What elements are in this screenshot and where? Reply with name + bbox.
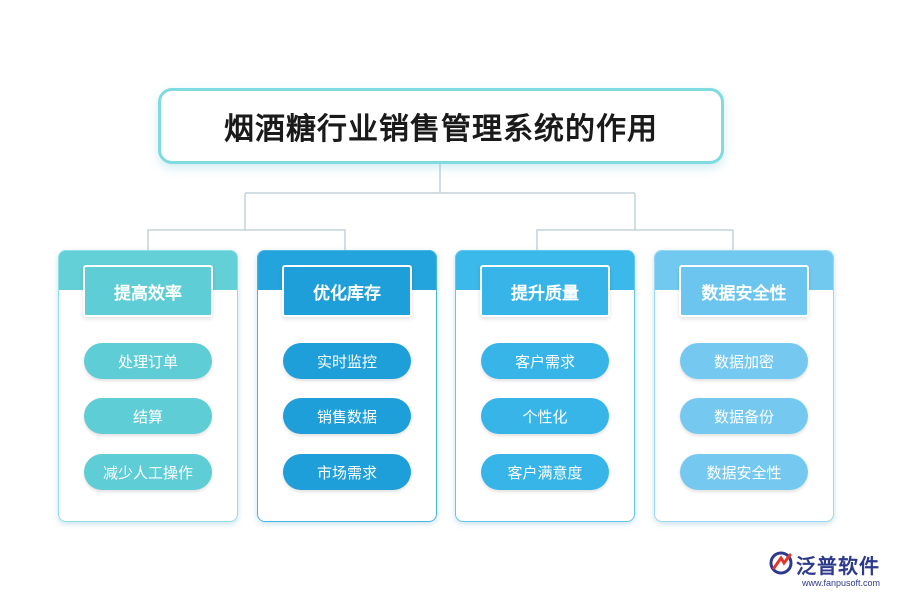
- column-item: 实时监控: [283, 343, 411, 379]
- connector-line: [147, 229, 346, 250]
- column-header: 提高效率: [83, 265, 213, 317]
- logo-url: www.fanpusoft.com: [802, 578, 881, 588]
- column-item: 客户需求: [481, 343, 609, 379]
- brand-logo: 泛普软件 www.fanpusoft.com: [768, 548, 898, 596]
- connector-line: [536, 229, 734, 250]
- column-header: 提升质量: [480, 265, 610, 317]
- column-item: 市场需求: [283, 454, 411, 490]
- column-item: 客户满意度: [481, 454, 609, 490]
- column-item: 个性化: [481, 398, 609, 434]
- column-quality: 提升质量 客户需求 个性化 客户满意度: [455, 250, 635, 522]
- diagram-title: 烟酒糖行业销售管理系统的作用: [224, 112, 658, 147]
- column-item: 数据安全性: [680, 454, 808, 490]
- logo-name: 泛普软件: [796, 554, 880, 578]
- column-item: 结算: [84, 398, 212, 434]
- column-item: 减少人工操作: [84, 454, 212, 490]
- column-header: 优化库存: [282, 265, 412, 317]
- fanpu-logo-icon: [769, 551, 793, 575]
- column-item: 销售数据: [283, 398, 411, 434]
- column-data-security: 数据安全性 数据加密 数据备份 数据安全性: [654, 250, 834, 522]
- column-efficiency: 提高效率 处理订单 结算 减少人工操作: [58, 250, 238, 522]
- column-header: 数据安全性: [679, 265, 809, 317]
- column-item: 处理订单: [84, 343, 212, 379]
- column-inventory: 优化库存 实时监控 销售数据 市场需求: [257, 250, 437, 522]
- title-box: 烟酒糖行业销售管理系统的作用: [158, 88, 724, 164]
- column-item: 数据备份: [680, 398, 808, 434]
- column-item: 数据加密: [680, 343, 808, 379]
